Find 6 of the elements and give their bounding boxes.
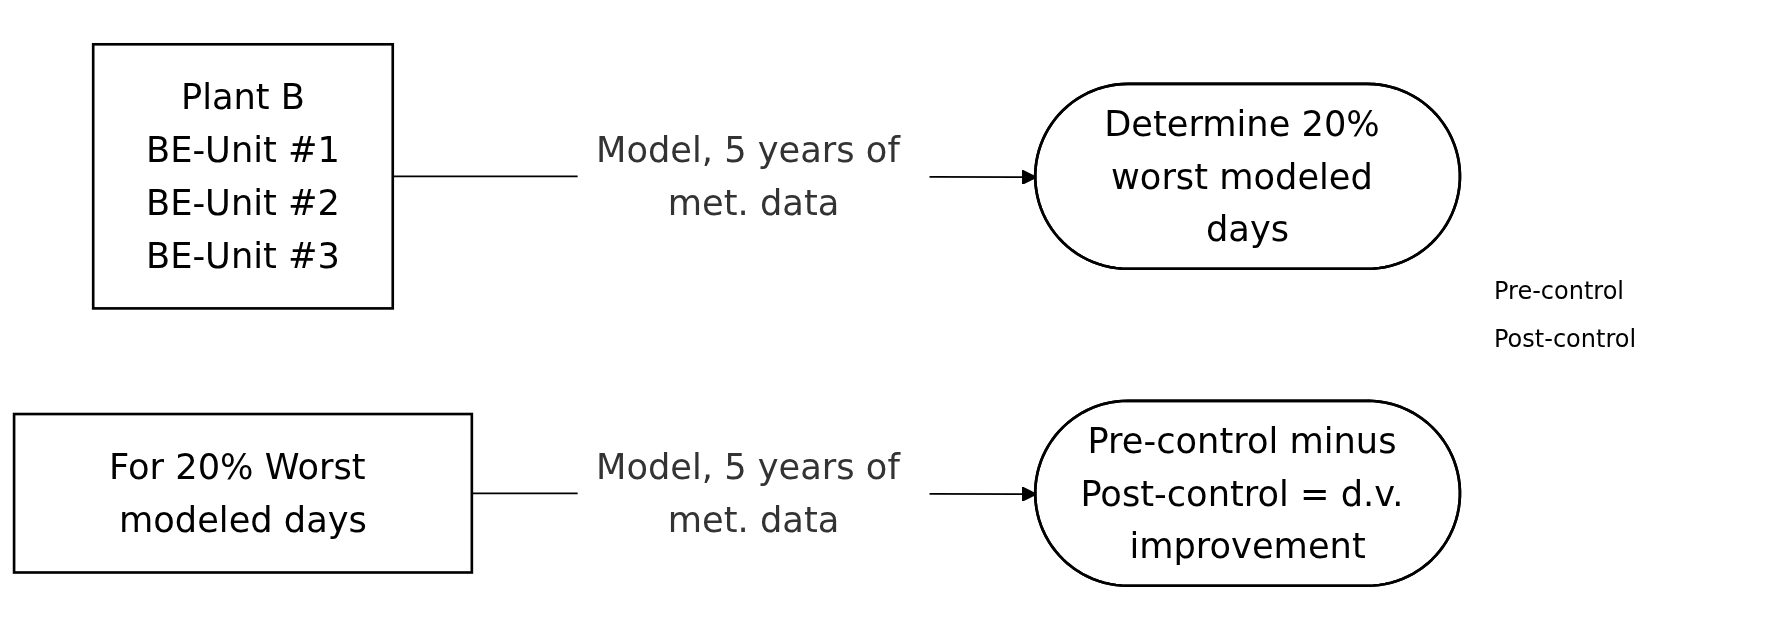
note-label: Pre-control bbox=[1494, 276, 1625, 305]
node-box: Plant B BE-Unit #1 BE-Unit #2 BE-Unit #3 bbox=[91, 42, 395, 310]
node-box: For 20% Worst modeled days bbox=[12, 412, 474, 574]
note-label: Post-control bbox=[1494, 324, 1638, 353]
edge-label: Model, 5 years of met. data bbox=[596, 445, 900, 541]
edge-label: Model, 5 years of met. data bbox=[596, 128, 900, 224]
